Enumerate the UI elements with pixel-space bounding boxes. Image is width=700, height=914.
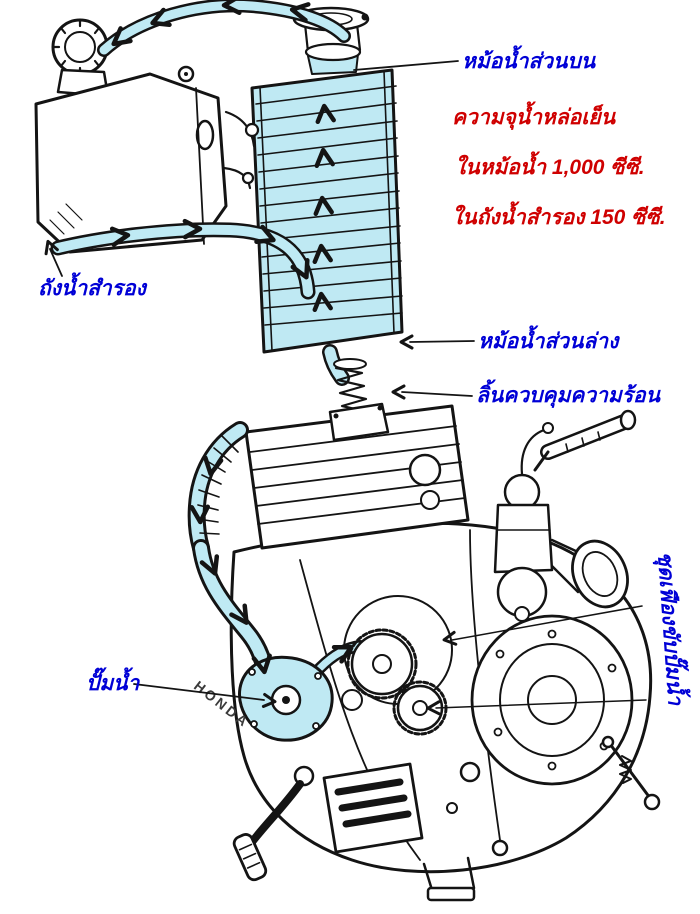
skid-plate (322, 762, 424, 854)
overflow-hose (97, 0, 351, 57)
label-thermostat: ลิ้นควบคุมความร้อน (476, 379, 662, 408)
intake-horn (550, 538, 629, 609)
kick-pedal (232, 765, 315, 882)
leader-lines (40, 60, 647, 716)
label-reserve-tank: ถังน้ำสำรอง (38, 272, 148, 300)
label-upper-radiator: หม้อน้ำส่วนบน (462, 45, 597, 73)
radiator (250, 6, 404, 386)
thermostat (328, 358, 390, 442)
cylinder-head (244, 404, 470, 550)
label-water-pump: ปั๊มน้ำ (86, 667, 141, 695)
clutch-cover (470, 614, 634, 786)
note-capacity-heading: ความจุน้ำหล่อเย็น (452, 101, 617, 130)
label-pump-drive-gear: ชุดเฟืองขับปั๊มน้ำ (652, 550, 692, 707)
drive-gears (341, 628, 448, 736)
carburetor (493, 422, 554, 622)
water-pump (238, 655, 334, 742)
note-capacity-reserve: ในถังน้ำสำรอง 150 ซีซี. (452, 201, 666, 229)
corrugated-hose (187, 421, 249, 557)
kick-handle (533, 409, 637, 472)
reserve-tank (34, 18, 260, 254)
label-lower-radiator: หม้อน้ำส่วนล่าง (478, 325, 620, 353)
return-hose (50, 222, 316, 300)
note-capacity-radiator: ในหม้อน้ำ 1,000 ซีซี. (455, 151, 645, 179)
linkage (422, 735, 661, 902)
